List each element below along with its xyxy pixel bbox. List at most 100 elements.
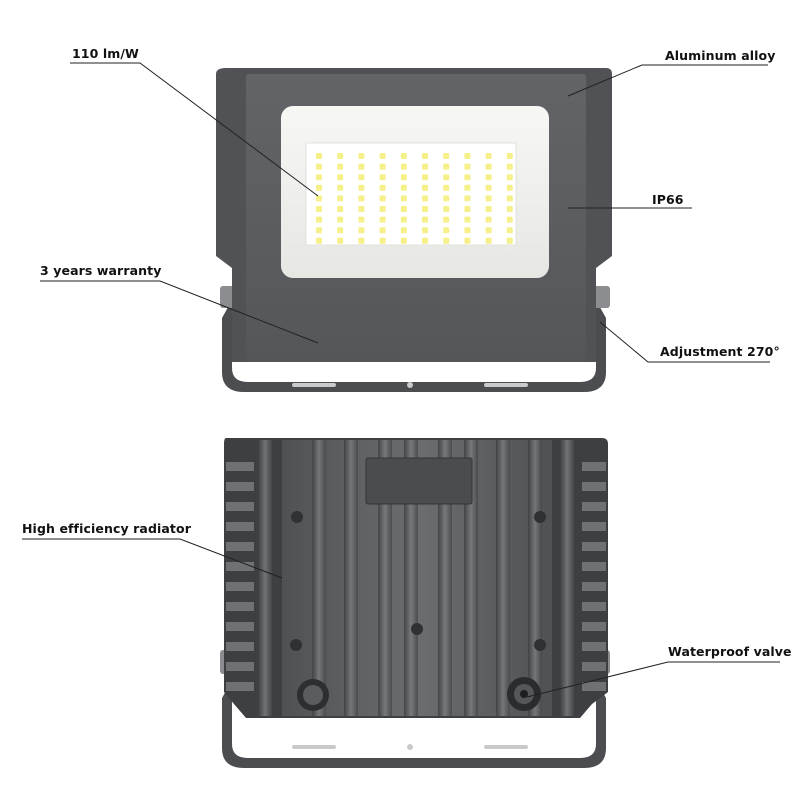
led-chip <box>316 237 322 244</box>
led-chip <box>400 227 407 234</box>
label-radiator: High efficiency radiator <box>22 521 191 536</box>
led-chip <box>506 237 513 244</box>
led-chip <box>400 237 407 244</box>
led-chip <box>316 227 322 234</box>
led-chip <box>400 206 407 212</box>
led-chip <box>316 206 322 212</box>
led-chip <box>422 237 428 244</box>
side-fin <box>582 542 606 551</box>
label-efficacy: 110 lm/W <box>72 46 139 61</box>
side-fin <box>582 582 606 591</box>
side-fin <box>582 622 606 631</box>
led-chip <box>485 153 492 159</box>
side-fin <box>226 562 254 571</box>
led-chip <box>379 153 386 159</box>
led-chip <box>485 227 492 234</box>
led-chip <box>506 153 513 159</box>
heatsink-fin <box>438 440 452 716</box>
side-fin <box>582 502 606 511</box>
led-chip <box>464 174 471 181</box>
led-chip <box>485 206 492 212</box>
led-chip <box>422 227 428 234</box>
led-chip <box>422 153 428 159</box>
led-chip <box>506 163 513 170</box>
label-valve: Waterproof valve <box>668 644 792 659</box>
led-chip <box>358 153 365 159</box>
leader-warranty <box>40 280 319 344</box>
led-chip <box>422 174 428 181</box>
heatsink-fin <box>496 440 510 716</box>
led-chip <box>400 216 407 223</box>
led-chip <box>379 174 386 181</box>
label-warranty: 3 years warranty <box>40 263 162 278</box>
led-chip <box>464 206 471 212</box>
led-chip <box>337 184 344 191</box>
led-chip <box>464 227 471 234</box>
side-fin <box>226 482 254 491</box>
led-chip <box>485 174 492 181</box>
label-adjustment: Adjustment 270° <box>660 344 780 359</box>
front-right-knob <box>592 286 610 308</box>
vertical-fins <box>258 440 574 716</box>
led-chip <box>337 227 344 234</box>
side-fin <box>226 622 254 631</box>
led-chip <box>379 184 386 191</box>
led-chip <box>358 227 365 234</box>
back-floodlight <box>220 438 610 768</box>
led-chip <box>443 216 450 223</box>
side-fin <box>582 482 606 491</box>
leader-efficacy <box>70 62 319 197</box>
led-chip <box>358 163 365 170</box>
led-chip <box>337 237 344 244</box>
heatsink-fin <box>404 440 418 716</box>
led-chip <box>506 195 513 202</box>
led-chip <box>485 184 492 191</box>
led-chip <box>464 153 471 159</box>
led-chip <box>358 184 365 191</box>
led-chip <box>316 153 322 159</box>
heatsink-fin <box>312 440 326 716</box>
led-chip <box>464 216 471 223</box>
back-mount-bracket <box>222 680 606 768</box>
heatsink-fin <box>560 440 574 716</box>
led-chip <box>443 227 450 234</box>
led-chip <box>422 216 428 223</box>
led-chip <box>379 227 386 234</box>
led-chip <box>443 174 450 181</box>
leader-adjustment <box>599 321 770 363</box>
led-chip <box>485 163 492 170</box>
leader-radiator <box>22 538 283 579</box>
led-chip <box>316 195 322 202</box>
led-chip <box>358 174 365 181</box>
heatsink-fin <box>378 440 392 716</box>
led-chip <box>337 153 344 159</box>
led-chip <box>400 195 407 202</box>
led-chip <box>485 195 492 202</box>
heatsink-fin <box>464 440 478 716</box>
led-chip <box>464 237 471 244</box>
side-fin <box>582 462 606 471</box>
led-chip <box>337 163 344 170</box>
led-chip <box>422 184 428 191</box>
led-chip <box>422 206 428 212</box>
led-chip <box>337 206 344 212</box>
led-chip <box>422 163 428 170</box>
led-chip <box>379 237 386 244</box>
side-fin <box>226 682 254 691</box>
heatsink-fin <box>258 440 272 716</box>
led-chip <box>379 216 386 223</box>
led-chip <box>358 237 365 244</box>
led-chip <box>485 216 492 223</box>
side-fin <box>582 642 606 651</box>
led-chip <box>464 184 471 191</box>
heatsink-fin <box>344 440 358 716</box>
side-fin <box>226 522 254 531</box>
side-fin <box>582 682 606 691</box>
led-chip <box>337 195 344 202</box>
led-chip <box>316 216 322 223</box>
led-chip <box>464 163 471 170</box>
side-fins <box>226 462 606 691</box>
led-chip <box>379 163 386 170</box>
led-chip <box>506 206 513 212</box>
